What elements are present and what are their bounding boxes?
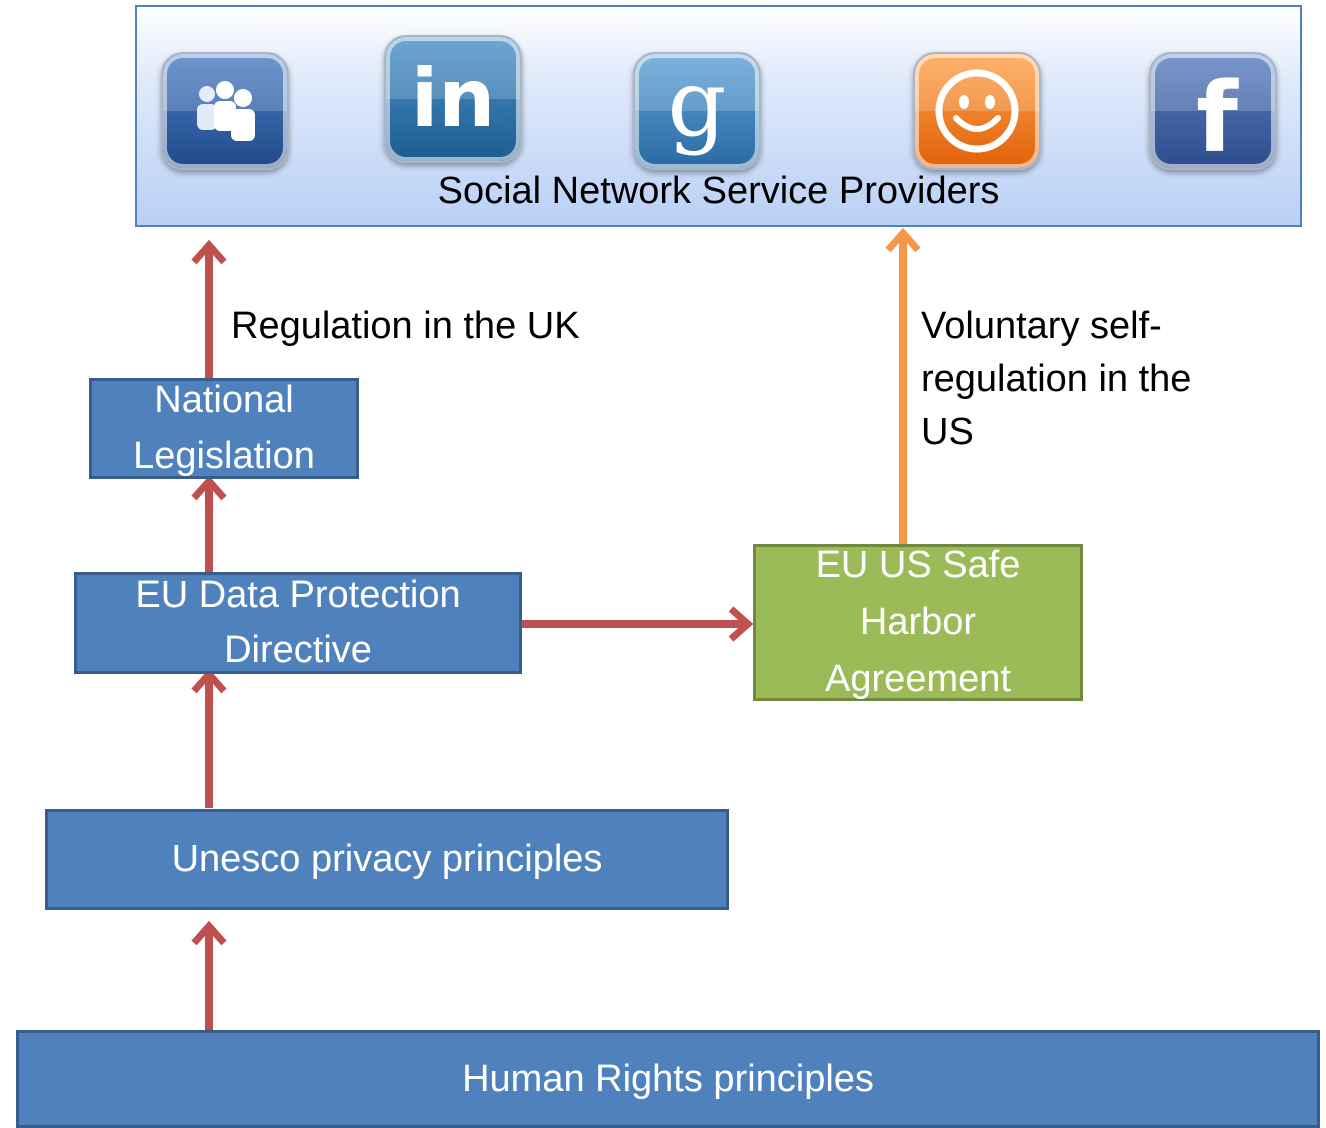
unesco-principles-label: Unesco privacy principles bbox=[171, 838, 603, 880]
arrow-national-to-providers bbox=[191, 239, 227, 378]
smiley-face-icon bbox=[913, 52, 1041, 170]
arrow-safe-harbor-to-providers bbox=[885, 227, 921, 544]
uk-regulation-label: Regulation in the UK bbox=[231, 305, 580, 347]
human-rights-principles-label: Human Rights principles bbox=[462, 1057, 874, 1100]
google-g-icon: g bbox=[633, 52, 761, 170]
eu-data-protection-directive-label: EU Data Protection Directive bbox=[135, 573, 461, 671]
safe-harbor-agreement-box: EU US Safe Harbor Agreement bbox=[753, 544, 1083, 701]
unesco-principles-box: Unesco privacy principles bbox=[45, 809, 729, 910]
arrow-eu-directive-to-national bbox=[191, 475, 227, 572]
arrow-eu-directive-to-safe-harbor bbox=[520, 606, 754, 642]
arrow-human-rights-to-unesco bbox=[191, 920, 227, 1030]
us-self-regulation-label: Voluntary self-regulation in the US bbox=[921, 305, 1192, 454]
national-legislation-label: National Legislation bbox=[133, 379, 315, 477]
safe-harbor-agreement-label: EU US Safe Harbor Agreement bbox=[815, 544, 1021, 700]
national-legislation-box: National Legislation bbox=[89, 378, 359, 479]
arrow-unesco-to-eu-directive bbox=[191, 668, 227, 808]
eu-data-protection-directive-box: EU Data Protection Directive bbox=[74, 572, 522, 674]
social-network-providers-panel: in g f Social Network Service Providers bbox=[135, 5, 1302, 227]
myspace-people-icon bbox=[161, 52, 289, 170]
social-network-providers-label: Social Network Service Providers bbox=[437, 170, 1000, 212]
facebook-icon: f bbox=[1149, 52, 1277, 170]
linkedin-icon: in bbox=[384, 35, 522, 163]
human-rights-principles-box: Human Rights principles bbox=[16, 1030, 1320, 1128]
